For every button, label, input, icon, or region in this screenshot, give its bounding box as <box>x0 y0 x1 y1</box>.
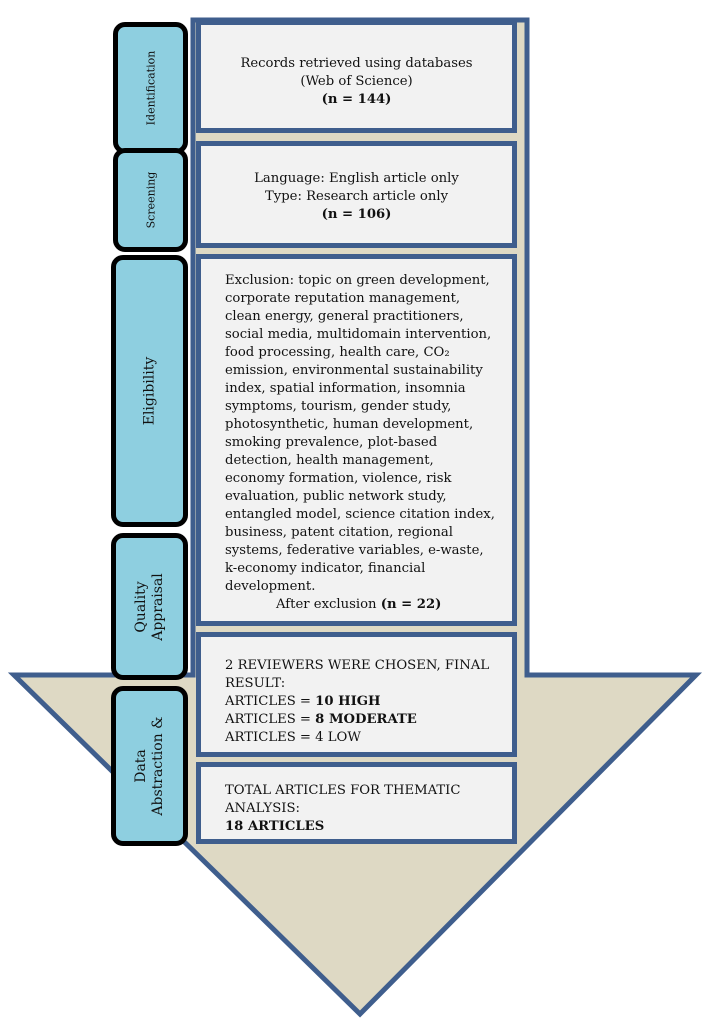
stage-eligibility: Eligibility <box>111 255 188 527</box>
identification-line-2: (Web of Science) <box>300 74 413 89</box>
exclusion-line: smoking prevalence, plot-based <box>225 435 438 450</box>
stage-eligibility-label: Eligibility <box>141 356 158 426</box>
quality-box: 2 REVIEWERS WERE CHOSEN, FINAL RESULT: A… <box>196 632 517 757</box>
identification-box: Records retrieved using databases (Web o… <box>196 20 517 133</box>
final-line-1: TOTAL ARTICLES FOR THEMATIC <box>225 783 461 798</box>
exclusion-line: development. <box>225 579 316 594</box>
exclusion-line: detection, health management, <box>225 453 434 468</box>
exclusion-criteria-text: Exclusion: topic on green development, co… <box>225 272 512 596</box>
quality-row-value: 10 HIGH <box>315 694 381 709</box>
quality-line-2: RESULT: <box>225 676 286 691</box>
quality-row-prefix: ARTICLES = <box>225 694 316 709</box>
exclusion-line: photosynthetic, human development, <box>225 417 474 432</box>
exclusion-line: food processing, health care, CO₂ <box>225 345 450 360</box>
screening-count: (n = 106) <box>321 207 392 222</box>
exclusion-line: entangled model, science citation index, <box>225 507 495 522</box>
exclusion-line: evaluation, public network study, <box>225 489 447 504</box>
screening-line-1: Language: English article only <box>254 171 459 186</box>
screening-line-2: Type: Research article only <box>264 189 449 204</box>
stage-identification-label: Identification <box>143 50 157 126</box>
after-exclusion-count: (n = 22) <box>380 597 442 612</box>
exclusion-line: clean energy, general practitioners, <box>225 309 464 324</box>
stage-identification: Identification <box>113 22 188 154</box>
exclusion-line: economy formation, violence, risk <box>225 471 452 486</box>
identification-count: (n = 144) <box>321 92 392 107</box>
stage-data-abstraction: Data Abstraction & <box>111 686 188 846</box>
exclusion-line: symptoms, tourism, gender study, <box>225 399 452 414</box>
final-box: TOTAL ARTICLES FOR THEMATIC ANALYSIS: 18… <box>196 762 517 844</box>
stage-screening: Screening <box>113 148 188 252</box>
exclusion-line: systems, federative variables, e-waste, <box>225 543 484 558</box>
exclusion-line: k-economy indicator, financial <box>225 561 426 576</box>
exclusion-line: emission, environmental sustainability <box>225 363 483 378</box>
quality-row-prefix: ARTICLES = <box>225 730 316 745</box>
identification-line-1: Records retrieved using databases <box>240 56 473 71</box>
final-line-2: ANALYSIS: <box>225 801 300 816</box>
quality-row-value: 8 MODERATE <box>315 712 417 727</box>
screening-box: Language: English article only Type: Res… <box>196 141 517 248</box>
after-exclusion-label: After exclusion <box>276 597 377 612</box>
quality-row-prefix: ARTICLES = <box>225 712 316 727</box>
quality-row-low: ARTICLES = 4 LOW <box>225 729 512 747</box>
exclusion-line: social media, multidomain intervention, <box>225 327 492 342</box>
final-count: 18 ARTICLES <box>225 819 325 834</box>
stage-quality-appraisal-label: Quality Appraisal <box>132 572 166 641</box>
exclusion-line: corporate reputation management, <box>225 291 461 306</box>
quality-line-1: 2 REVIEWERS WERE CHOSEN, FINAL <box>225 658 490 673</box>
exclusion-line: Exclusion: topic on green development, <box>225 273 490 288</box>
stage-screening-label: Screening <box>143 171 157 229</box>
stage-data-abstraction-label: Data Abstraction & <box>132 716 166 816</box>
quality-row-high: ARTICLES = 10 HIGH <box>225 693 512 711</box>
stage-quality-appraisal: Quality Appraisal <box>111 533 188 680</box>
exclusion-line: business, patent citation, regional <box>225 525 453 540</box>
quality-row-moderate: ARTICLES = 8 MODERATE <box>225 711 512 729</box>
quality-row-value: 4 LOW <box>315 730 361 745</box>
after-exclusion-line: After exclusion (n = 22) <box>225 596 512 614</box>
eligibility-box: Exclusion: topic on green development, co… <box>196 254 517 626</box>
exclusion-line: index, spatial information, insomnia <box>225 381 466 396</box>
